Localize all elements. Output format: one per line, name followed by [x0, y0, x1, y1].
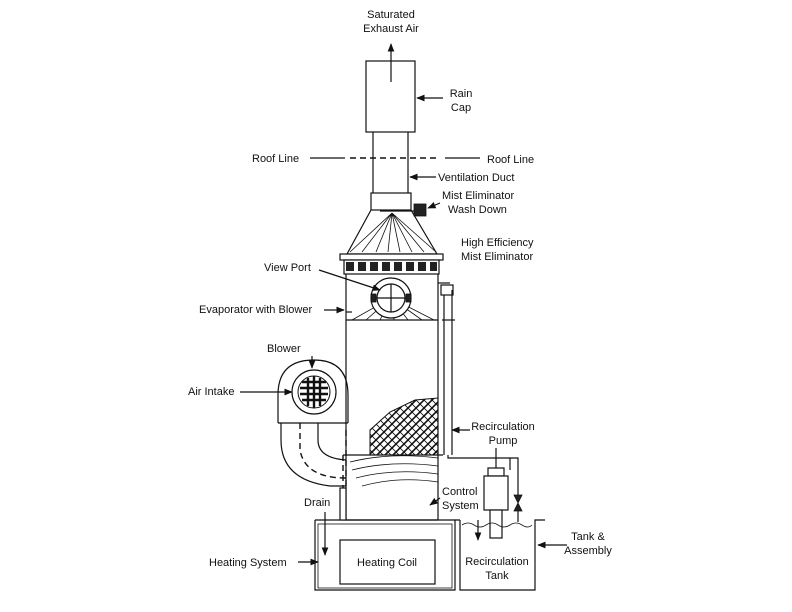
label-blower: Blower — [267, 343, 301, 355]
drain-pipe — [339, 455, 347, 521]
label-tank-assembly-2: Assembly — [564, 545, 612, 557]
label-heating-system: Heating System — [209, 557, 287, 569]
label-rain-cap-2: Cap — [451, 102, 471, 114]
label-mist-washdown-2: Wash Down — [448, 204, 507, 216]
ventilation-duct — [370, 132, 412, 211]
recirculation-tank — [459, 519, 545, 591]
wash-down-nozzle — [349, 203, 437, 253]
heating-coil-box — [339, 539, 436, 585]
label-recirc-pump-1: Recirculation — [471, 421, 535, 433]
heating-tank — [314, 519, 460, 591]
label-drain: Drain — [304, 497, 330, 509]
label-air-intake: Air Intake — [188, 386, 234, 398]
label-mist-washdown-1: Mist Eliminator — [442, 190, 514, 202]
label-control-system-1: Control — [442, 486, 477, 498]
label-ventilation-duct: Ventilation Duct — [438, 172, 514, 184]
label-control-system-2: System — [442, 500, 479, 512]
label-recirc-tank-1: Recirculation — [465, 556, 529, 568]
water-curves — [349, 455, 439, 487]
label-recirc-pump-2: Pump — [489, 435, 518, 447]
label-high-eff-2: Mist Eliminator — [461, 251, 533, 263]
label-saturated-exhaust-2: Exhaust Air — [363, 23, 419, 35]
label-evaporator: Evaporator with Blower — [199, 304, 312, 316]
blower — [277, 359, 349, 424]
label-roof-line-left: Roof Line — [252, 153, 299, 165]
air-intake-duct — [280, 423, 347, 487]
label-roof-line-right: Roof Line — [487, 154, 534, 166]
label-tank-assembly-1: Tank & — [571, 531, 605, 543]
label-rain-cap-1: Rain — [450, 88, 473, 100]
label-heating-coil: Heating Coil — [357, 557, 417, 569]
label-saturated-exhaust-1: Saturated — [367, 9, 415, 21]
label-high-eff-1: High Efficiency — [461, 237, 534, 249]
label-recirc-tank-2: Tank — [485, 570, 509, 582]
evaporator-media — [369, 397, 439, 456]
leader-lines — [240, 94, 567, 566]
label-view-port: View Port — [264, 262, 311, 274]
view-port — [370, 277, 412, 319]
high-efficiency-mist-eliminator — [339, 253, 444, 275]
